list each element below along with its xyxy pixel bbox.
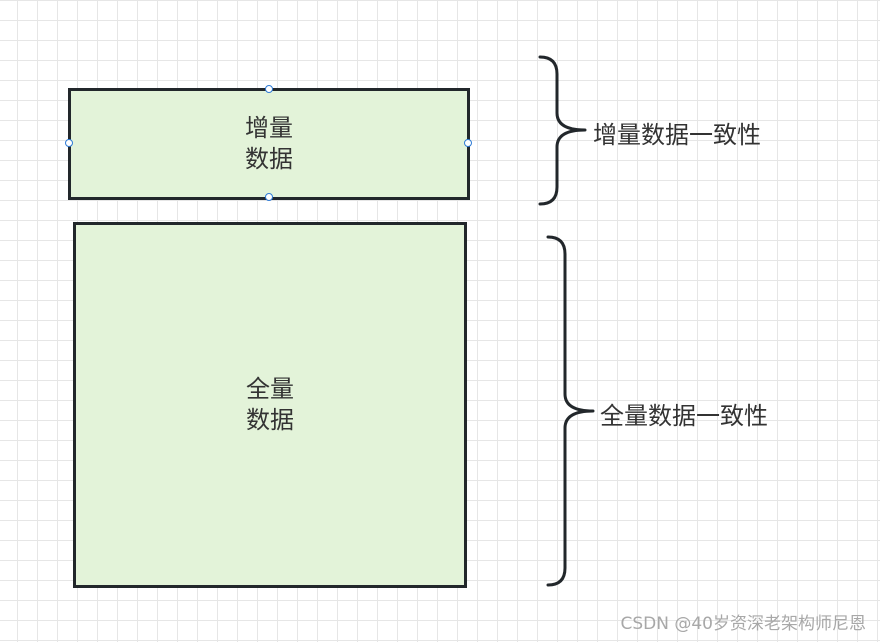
csdn-watermark: CSDN @40岁资深老架构师尼恩 <box>620 614 866 634</box>
incremental-brace[interactable] <box>538 55 587 206</box>
resize-handle-bottom[interactable] <box>265 193 273 201</box>
full-data-label: 全量 数据 <box>246 375 294 434</box>
resize-handle-top[interactable] <box>265 85 273 93</box>
resize-handle-right[interactable] <box>464 139 472 147</box>
incremental-data-label: 增量 数据 <box>245 114 293 173</box>
full-consistency-label: 全量数据一致性 <box>600 402 768 430</box>
resize-handle-left[interactable] <box>65 139 73 147</box>
incremental-consistency-label: 增量数据一致性 <box>593 121 761 149</box>
full-data-box[interactable]: 全量 数据 <box>73 222 467 588</box>
full-brace[interactable] <box>546 235 595 587</box>
